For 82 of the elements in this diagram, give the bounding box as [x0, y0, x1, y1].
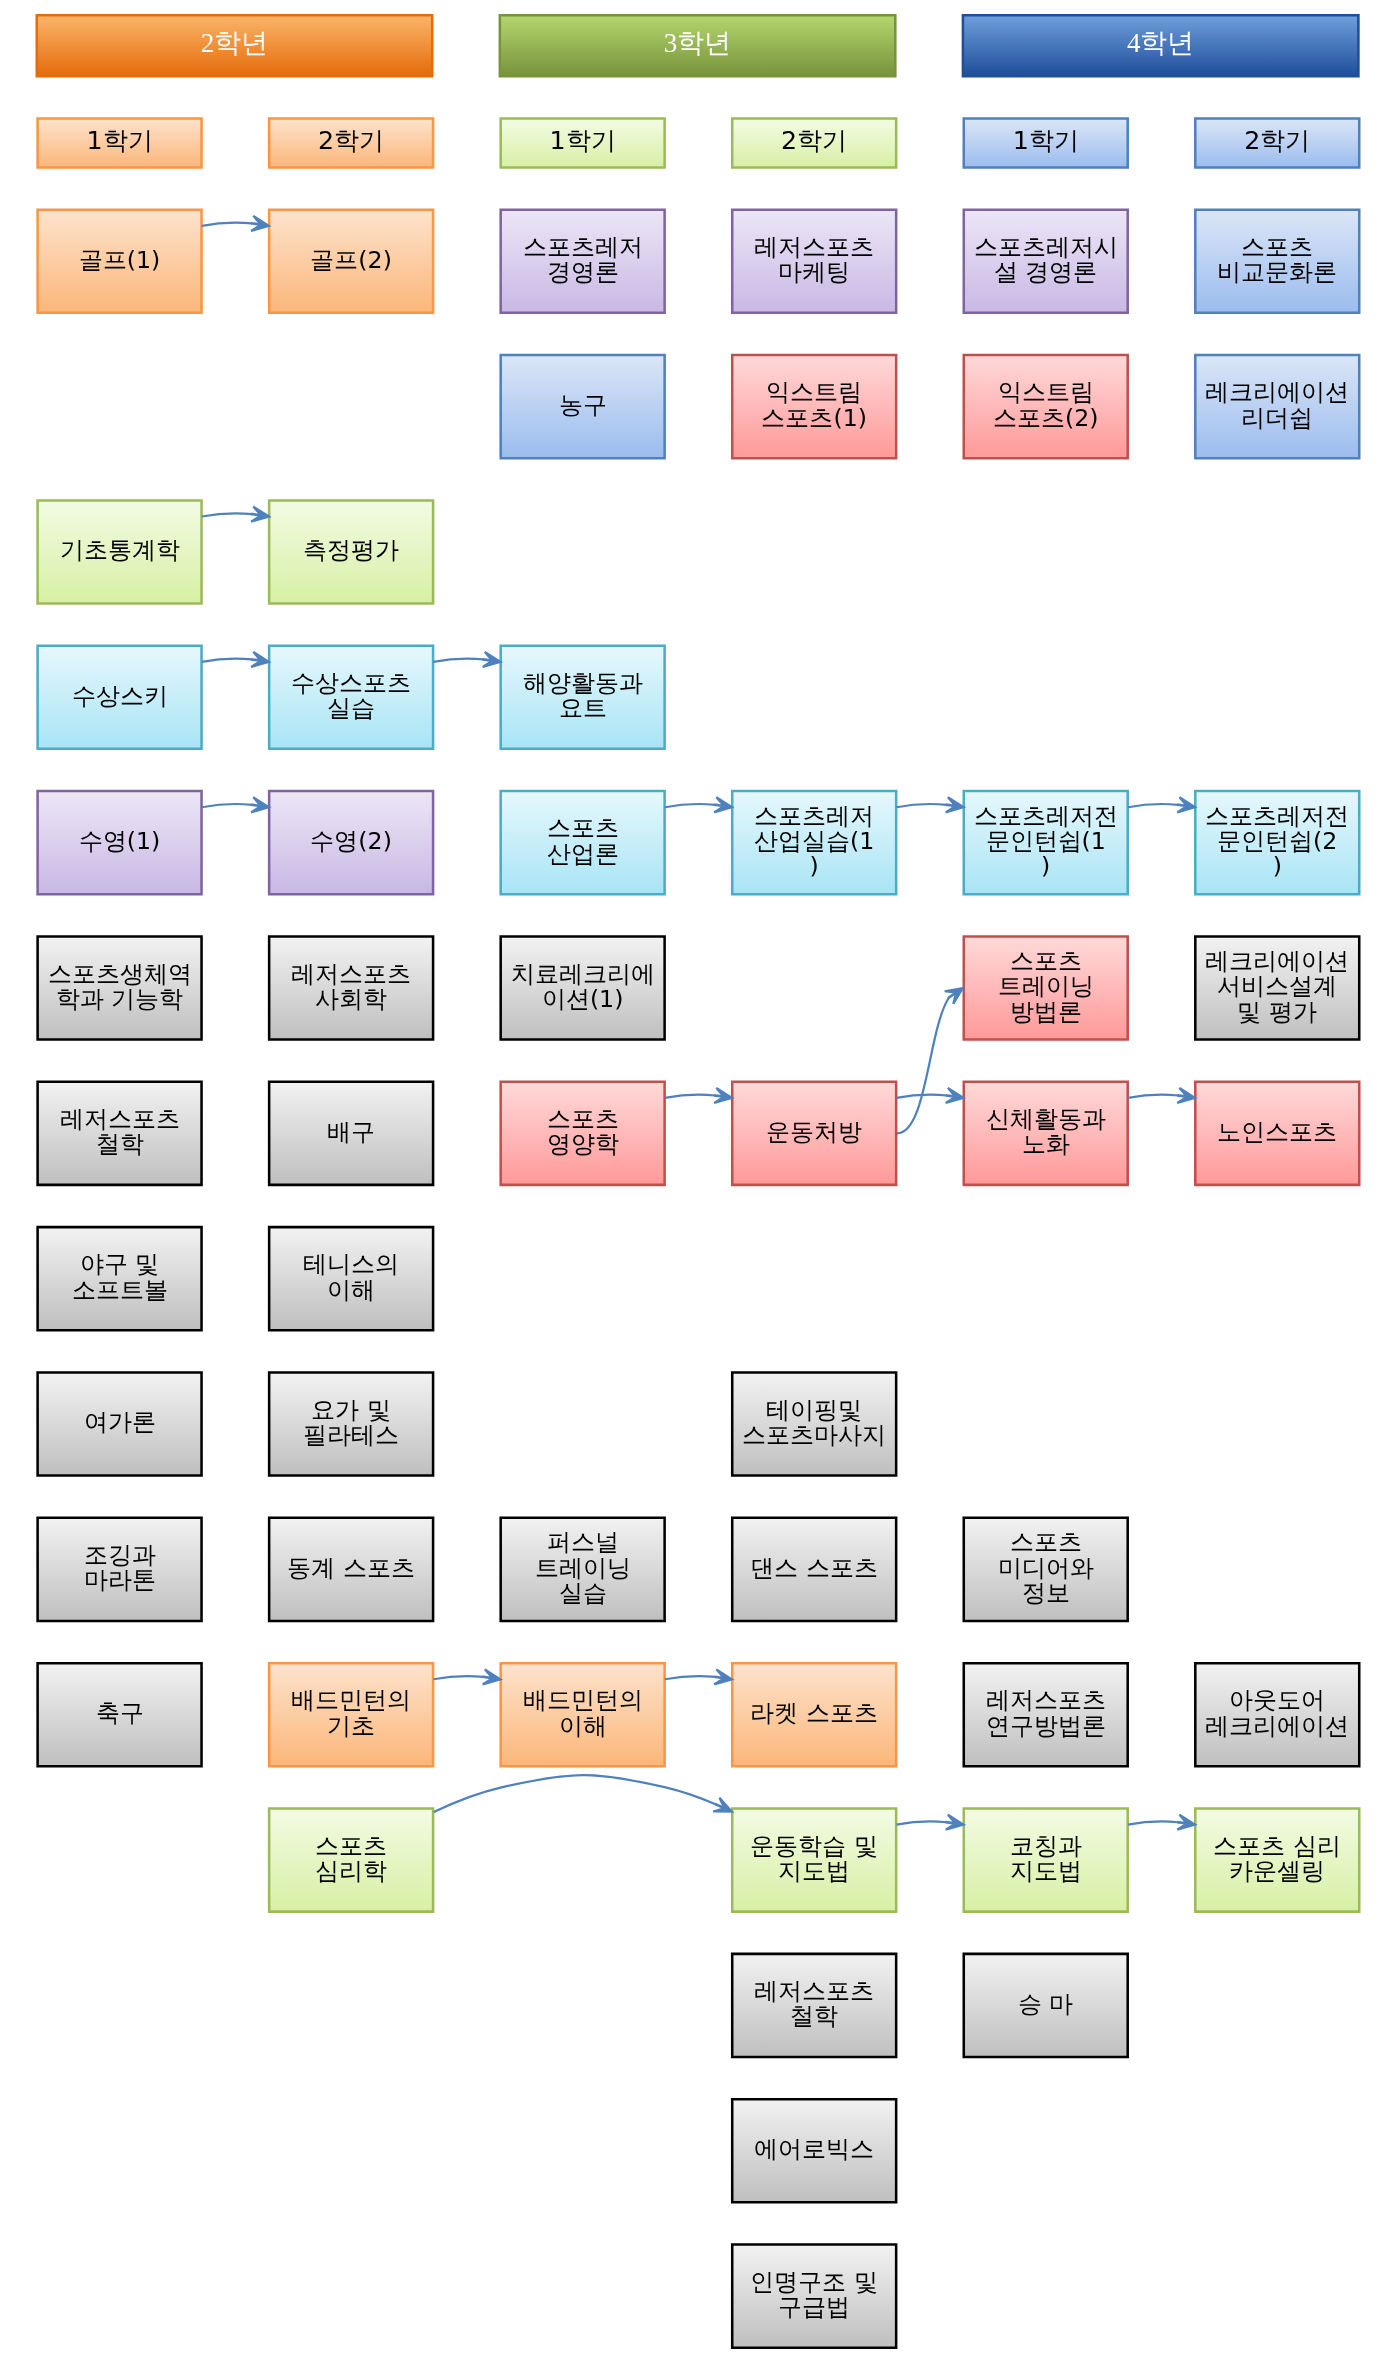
- node-box: 동계 스포츠: [267, 1516, 435, 1623]
- node-box: 신체활동과 노화: [962, 1080, 1129, 1187]
- node-box: 레저스포츠 마케팅: [730, 208, 898, 315]
- node-box: 농구: [499, 353, 666, 460]
- node-box: 배구: [267, 1080, 435, 1187]
- arrow: [664, 796, 734, 814]
- node-box: 수상스키: [36, 644, 203, 751]
- arrow: [896, 986, 964, 1135]
- node-box: 레저스포츠 철학: [36, 1080, 203, 1187]
- node-box: 스포츠레저시설 경영론: [962, 208, 1129, 315]
- node-box: 스포츠 영양학: [499, 1080, 666, 1187]
- node-box: 요가 및 필라테스: [267, 1371, 435, 1477]
- node-box: 3학년: [498, 14, 897, 78]
- node-box: 익스트림 스포츠(2): [962, 353, 1129, 460]
- node-box: 기초통계학: [36, 499, 203, 605]
- node-box: 측정평가: [267, 499, 435, 605]
- node-box: 레크리에이션 리더쉽: [1194, 353, 1361, 460]
- node-box: 스포츠레저 산업실습(1): [730, 789, 898, 896]
- node-box: 2학년: [35, 14, 434, 78]
- arrow: [664, 1086, 734, 1105]
- arrow: [1127, 1813, 1197, 1831]
- arrow: [896, 1086, 965, 1105]
- node-box: 스포츠 심리 카운셀링: [1194, 1807, 1361, 1913]
- node-box: 1학기: [36, 117, 203, 169]
- node-box: 스포츠 심리학: [267, 1807, 435, 1913]
- arrow: [896, 796, 965, 814]
- node-box: 노인스포츠: [1194, 1080, 1361, 1187]
- node-box: 운동학습 및 지도법: [730, 1807, 898, 1913]
- node-box: 수상스포츠 실습: [267, 644, 435, 751]
- arrow: [433, 650, 502, 669]
- node-box: 1학기: [499, 117, 666, 169]
- arrow: [1127, 1086, 1197, 1105]
- node-box: 2학기: [1194, 117, 1361, 169]
- node-box: 배드민턴의 기초: [267, 1661, 435, 1768]
- node-box: 야구 및 소프트볼: [36, 1225, 203, 1332]
- node-box: 익스트림 스포츠(1): [730, 353, 898, 460]
- node-box: 스포츠 트레이닝 방법론: [962, 935, 1129, 1041]
- node-box: 스포츠레저전문인턴쉽(2): [1194, 789, 1361, 896]
- node-box: 해양활동과 요트: [499, 644, 666, 751]
- node-box: 2학기: [730, 117, 898, 169]
- arrow: [433, 1668, 502, 1686]
- arrow: [664, 1668, 734, 1686]
- node-box: 아웃도어 레크리에이션: [1194, 1661, 1361, 1768]
- node-box: 1학기: [962, 117, 1129, 169]
- arrow: [433, 1774, 733, 1813]
- node-box: 스포츠 미디어와 정보: [962, 1516, 1129, 1623]
- node-box: 인명구조 및 구급법: [730, 2243, 898, 2349]
- node-box: 레크리에이션 서비스설계 및 평가: [1194, 935, 1361, 1041]
- node-box: 스포츠레저 경영론: [499, 208, 666, 315]
- node-box: 스포츠 비교문화론: [1194, 208, 1361, 315]
- node-box: 레저스포츠 철학: [730, 1952, 898, 2059]
- node-box: 퍼스널 트레이닝 실습: [499, 1516, 666, 1623]
- node-box: 테이핑및 스포츠마사지: [730, 1371, 898, 1477]
- node-box: 스포츠레저전문인턴쉽(1): [962, 789, 1129, 896]
- arrow: [201, 650, 271, 669]
- node-box: 레저스포츠 연구방법론: [962, 1661, 1129, 1768]
- arrow: [201, 214, 271, 233]
- arrow: [201, 505, 271, 523]
- node-box: 코칭과 지도법: [962, 1807, 1129, 1913]
- node-box: 축구: [36, 1661, 203, 1768]
- node-box: 치료레크리에이션(1): [499, 935, 666, 1041]
- node-box: 레저스포츠 사회학: [267, 935, 435, 1041]
- node-box: 골프(1): [36, 208, 203, 315]
- node-box: 라켓 스포츠: [730, 1661, 898, 1768]
- node-box: 골프(2): [267, 208, 435, 315]
- node-box: 스포츠 산업론: [499, 789, 666, 896]
- node-box: 수영(2): [267, 789, 435, 896]
- node-box: 배드민턴의 이해: [499, 1661, 666, 1768]
- node-box: 4학년: [961, 14, 1360, 78]
- node-box: 2학기: [267, 117, 435, 169]
- node-box: 스포츠생체역학과 기능학: [36, 935, 203, 1041]
- node-box: 승 마: [962, 1952, 1129, 2059]
- arrow: [896, 1813, 965, 1831]
- arrow: [1127, 796, 1197, 814]
- arrow: [201, 796, 271, 814]
- node-box: 테니스의 이해: [267, 1225, 435, 1332]
- node-box: 에어로빅스: [730, 2097, 898, 2204]
- node-box: 여가론: [36, 1371, 203, 1477]
- node-box: 조깅과 마라톤: [36, 1516, 203, 1623]
- node-box: 운동처방: [730, 1080, 898, 1187]
- node-box: 수영(1): [36, 789, 203, 896]
- node-box: 댄스 스포츠: [730, 1516, 898, 1623]
